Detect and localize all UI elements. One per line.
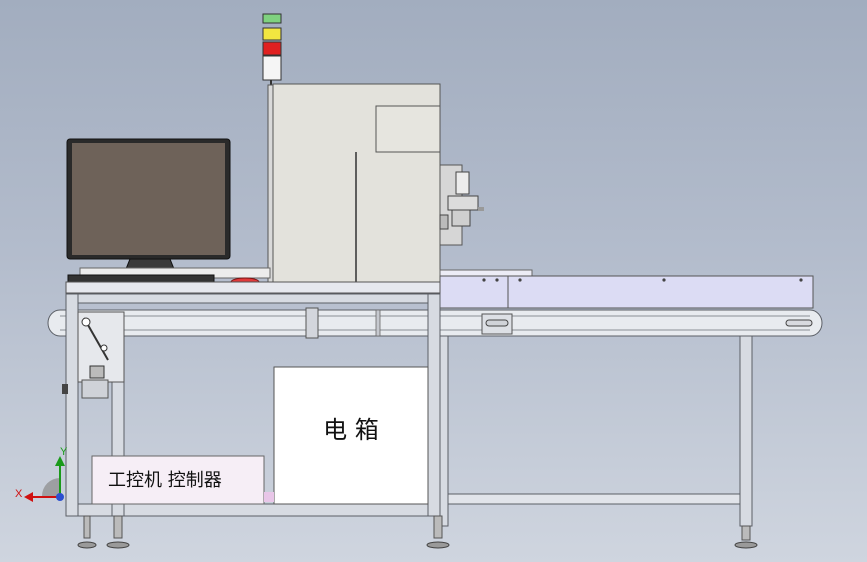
electric-box[interactable]: 电 箱	[273, 366, 429, 505]
electric-box-label: 电 箱	[323, 416, 379, 444]
signal-light-yellow	[262, 27, 282, 41]
ipc-controller-box[interactable]: 工控机 控制器	[91, 455, 274, 505]
frame	[47, 293, 823, 527]
leveling-feet	[77, 515, 758, 549]
monitor-screen	[72, 143, 225, 255]
signal-light-green	[262, 13, 282, 24]
triad-x-label: X	[15, 488, 23, 500]
coordinate-triad: Y X	[15, 446, 68, 502]
camera-head	[439, 164, 484, 246]
cabinet-panel	[375, 105, 441, 153]
ipc-controller-label: 工控机 控制器	[108, 470, 222, 491]
signal-tower	[262, 13, 282, 90]
conveyor-right	[439, 269, 814, 309]
machine-cabinet	[267, 83, 441, 296]
triad-y-label: Y	[60, 446, 68, 458]
monitor	[66, 138, 231, 275]
side-mechanism	[62, 311, 125, 399]
keyboard	[67, 274, 215, 283]
signal-light-red	[262, 41, 282, 56]
